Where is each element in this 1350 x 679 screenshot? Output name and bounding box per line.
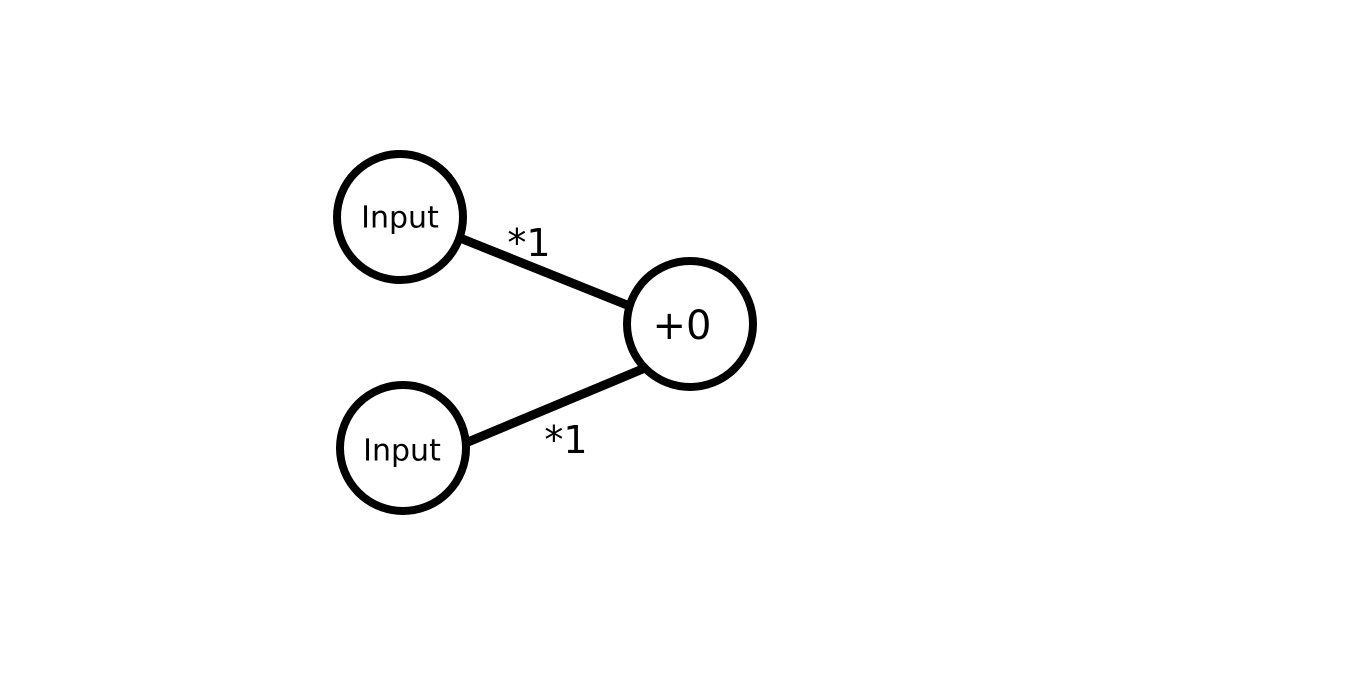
node-input-top-circle (333, 150, 467, 284)
node-input-top[interactable]: Input (333, 150, 467, 284)
node-input-bottom[interactable]: Input (336, 381, 470, 515)
node-output-label: +0 (653, 303, 712, 349)
node-input-bottom-circle (336, 381, 470, 515)
edge-top-input-to-output (455, 233, 637, 312)
node-output-circle (623, 257, 757, 391)
node-input-bottom-label: Input (363, 434, 441, 469)
edge-weight-top: *1 (507, 221, 550, 265)
edge-bottom-input-to-output (463, 363, 650, 447)
node-input-top-label: Input (361, 201, 439, 236)
edge-weight-bottom: *1 (544, 418, 587, 462)
node-output[interactable]: +0 (623, 257, 757, 391)
